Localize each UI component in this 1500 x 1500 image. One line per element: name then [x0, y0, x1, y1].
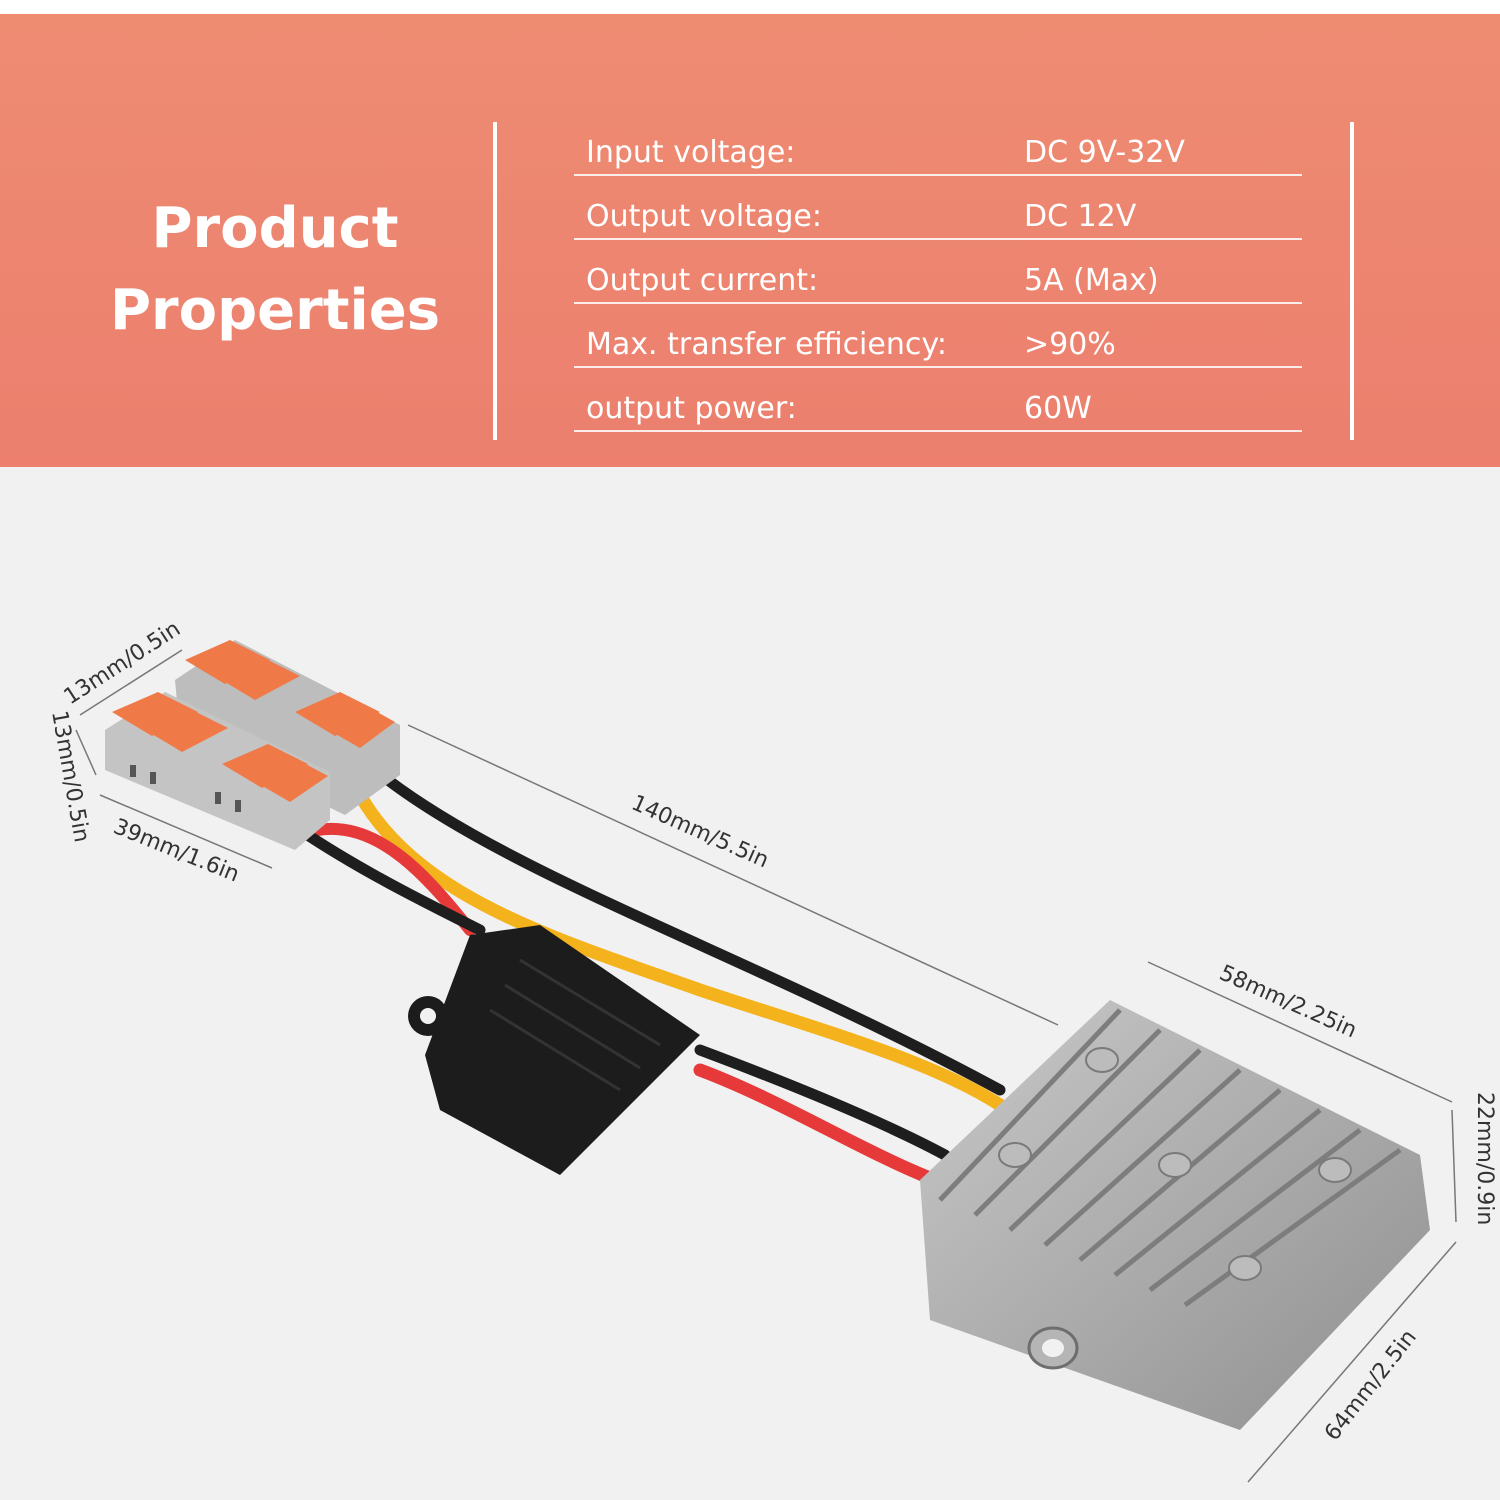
- dim-module-height: 22mm/0.9in: [1472, 1092, 1497, 1225]
- section-heading: Product Properties: [60, 188, 490, 352]
- dimension-lines: [75, 649, 1457, 1483]
- spec-label: Output current:: [586, 263, 819, 298]
- spec-row-efficiency: Max. transfer efficiency: >90%: [574, 304, 1302, 368]
- spec-value: 60W: [1024, 391, 1092, 426]
- spec-label: Input voltage:: [586, 135, 796, 170]
- heading-line-1: Product: [151, 196, 399, 261]
- dim-connector-length: 39mm/1.6in: [110, 814, 243, 887]
- lever-connector-back: [175, 640, 400, 815]
- wire-bundle: [294, 774, 1007, 1185]
- dim-cable-length: 140mm/5.5in: [628, 791, 773, 874]
- spec-value: DC 9V-32V: [1024, 135, 1185, 170]
- spec-value: >90%: [1024, 327, 1116, 362]
- product-illustration: 13mm/0.5in 13mm/0.5in 39mm/1.6in 140mm/5…: [46, 616, 1497, 1483]
- converter-module: [920, 1000, 1430, 1430]
- product-properties-banner: [0, 14, 1500, 467]
- wire-red-right: [693, 1063, 937, 1185]
- dim-connector-height: 13mm/0.5in: [46, 709, 94, 845]
- wire-black-left: [294, 824, 486, 936]
- spec-table: Input voltage: DC 9V-32V Output voltage:…: [574, 126, 1302, 432]
- spec-value: DC 12V: [1024, 199, 1137, 234]
- fuse-holder: [408, 925, 700, 1175]
- lever-connector-front: [105, 692, 330, 850]
- wire-black-top: [382, 774, 1006, 1096]
- heading-line-2: Properties: [109, 278, 441, 343]
- spec-row-output-current: Output current: 5A (Max): [574, 240, 1302, 304]
- dim-module-length: 64mm/2.5in: [1320, 1325, 1422, 1445]
- spec-label: Output voltage:: [586, 199, 822, 234]
- divider-left: [493, 122, 497, 440]
- spec-label: output power:: [586, 391, 797, 426]
- top-margin: [0, 0, 1500, 14]
- wire-yellow-top: [353, 788, 1007, 1112]
- spec-label: Max. transfer efficiency:: [586, 327, 948, 362]
- spec-row-output-voltage: Output voltage: DC 12V: [574, 176, 1302, 240]
- spec-row-input-voltage: Input voltage: DC 9V-32V: [574, 126, 1302, 176]
- spec-row-output-power: output power: 60W: [574, 368, 1302, 432]
- dim-module-width: 58mm/2.25in: [1216, 961, 1361, 1044]
- spec-value: 5A (Max): [1024, 263, 1159, 298]
- wire-black-right: [694, 1044, 951, 1161]
- divider-right: [1350, 122, 1354, 440]
